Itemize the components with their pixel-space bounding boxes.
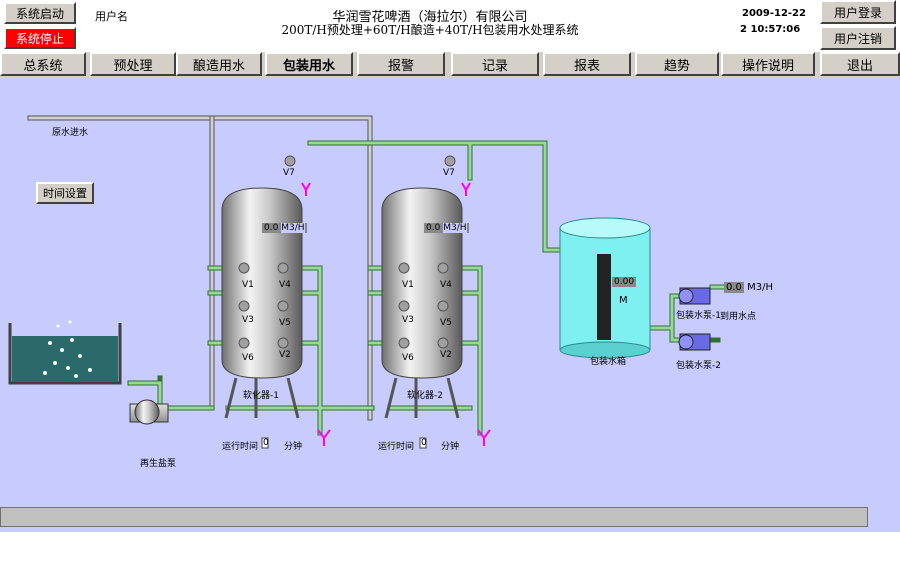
flow-display-1: 0.0 M3/H [262,223,307,233]
softener-2-valve-v2: V2 [440,350,452,360]
time-display: 2 10:57:06 [740,24,801,35]
tab-records[interactable]: 记录 [451,52,539,76]
system-stop-button[interactable]: 系统停止 [4,27,76,49]
softener-1-valve-v5: V5 [279,318,291,328]
flow-value-2: 0.0 [426,223,441,233]
user-name-label: 用户名 [95,10,128,23]
tab-reports[interactable]: 报表 [543,52,631,76]
softener-2-valve-v1: V1 [402,280,414,290]
use-point-label: 到用水点 [720,312,757,322]
company-title: 华润雪花啤酒（海拉尔）有限公司 [332,10,528,25]
nav-bar: 总系统 预处理 酿造用水 包装用水 报警 记录 报表 趋势 操作说明 退出 [0,52,900,78]
packaging-pump-2[interactable] [678,333,711,351]
run-time-label-1: 运行时间 [222,442,259,452]
tab-instructions[interactable]: 操作说明 [721,52,815,76]
raw-water-inlet-label: 原水进水 [52,128,89,138]
flow-unit-1: M3/H [281,223,305,233]
outlet-flow-value: 0.0 [724,282,744,293]
tab-alarm[interactable]: 报警 [357,52,445,76]
run-time-value-2: 0 [421,438,427,448]
softener-1-label: 软化器-1 [243,391,279,401]
valve-v7-label-1: V7 [283,168,295,178]
pump-2-label: 包装水泵-2 [676,361,721,371]
softener-1-valve-v1: V1 [242,280,254,290]
tab-exit[interactable]: 退出 [820,52,900,76]
softener-2-label: 软化器-2 [407,391,443,401]
softener-2-valve-v5: V5 [440,318,452,328]
softener-1-tank [221,187,303,419]
flow-unit-2: M3/H [443,223,467,233]
softener-2-valve-v4: V4 [440,280,452,290]
tab-brewing-water[interactable]: 酿造用水 [176,52,262,76]
tab-packaging-water[interactable]: 包装用水 [265,52,353,76]
drain-icons [301,182,491,446]
minutes-label-1: 分钟 [284,442,303,452]
softener-1-valve-v3: V3 [242,315,254,325]
packaging-pump-1[interactable] [678,287,711,305]
regen-pump-label: 再生盐泵 [140,459,177,469]
softener-1-valve-v6: V6 [242,353,254,363]
softener-2-valve-v3: V3 [402,315,414,325]
softener-2-tank [381,187,463,419]
process-diagram: 原水进水 时间设置 V7 V7 0.0 M3/H 0.0 M3/H V1 V4 … [0,78,900,532]
tab-pretreatment[interactable]: 预处理 [90,52,176,76]
outlet-flow-display: 0.0 M3/H [724,282,773,293]
system-start-button[interactable]: 系统启动 [4,2,76,24]
tank-name-label: 包装水箱 [590,357,627,367]
date-display: 2009-12-22 [742,8,806,19]
packaging-water-tank [559,217,651,359]
run-time-value-1: 0 [263,438,269,448]
softener-1-valve-v4: V4 [279,280,291,290]
softener-2-valve-v6: V6 [402,353,414,363]
process-graphics [8,115,727,449]
run-time-label-2: 运行时间 [378,442,415,452]
flow-display-2: 0.0 M3/H [424,223,469,233]
outlet-flow-unit: M3/H [747,282,773,293]
user-logout-button[interactable]: 用户注销 [820,26,896,50]
softener-1-valve-v2: V2 [279,350,291,360]
tab-trends[interactable]: 趋势 [635,52,719,76]
tab-total-system[interactable]: 总系统 [0,52,86,76]
time-setting-button[interactable]: 时间设置 [36,182,94,204]
regen-pump[interactable] [129,399,169,425]
minutes-label-2: 分钟 [441,442,460,452]
flow-value-1: 0.0 [264,223,279,233]
valve-icons[interactable] [238,155,456,349]
system-subtitle: 200T/H预处理+60T/H酿造+40T/H包装用水处理系统 [281,23,579,37]
brine-tank [8,320,122,385]
pump-1-label: 包装水泵-1 [676,311,721,321]
user-login-button[interactable]: 用户登录 [820,0,896,24]
tank-level-unit: M [619,295,628,306]
valve-v7-label-2: V7 [443,168,455,178]
horizontal-scrollbar[interactable] [0,507,868,527]
tank-level-display: 0.00 [612,277,637,287]
